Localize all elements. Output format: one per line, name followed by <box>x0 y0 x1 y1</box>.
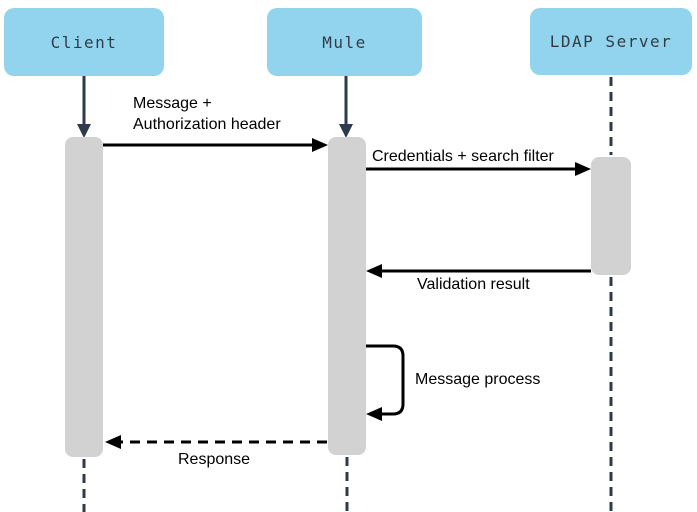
actor-box-mule: Mule <box>267 8 422 76</box>
message-self-loop <box>366 344 405 416</box>
message-label-auth-line2: Authorization header <box>133 116 281 133</box>
actor-label-ldap-server: LDAP Server <box>549 32 673 51</box>
message-label-auth-line1: Message + <box>133 95 212 112</box>
client-activation-bar <box>65 137 103 457</box>
actor-box-ldap-server: LDAP Server <box>530 8 692 75</box>
message-label-auth: Message + Authorization header <box>133 93 281 135</box>
mule-activation-bar <box>328 137 366 455</box>
mule-activation-arrowhead <box>339 124 353 138</box>
message-label-validation: Validation result <box>417 276 530 293</box>
message-arrowhead-response <box>105 435 121 449</box>
message-arrowhead-auth <box>312 138 328 152</box>
actor-label-mule: Mule <box>322 32 367 52</box>
message-arrowhead-self-loop <box>366 407 382 421</box>
message-arrowhead-credentials <box>575 162 591 176</box>
message-label-message-process: Message process <box>415 371 541 388</box>
ldap-activation-bar <box>591 157 631 275</box>
message-label-response: Response <box>178 451 251 468</box>
actor-label-client: Client <box>50 32 118 52</box>
client-activation-arrowhead <box>77 124 91 138</box>
message-arrowhead-validation <box>366 264 382 278</box>
message-label-credentials: Credentials + search filter <box>372 148 554 165</box>
actor-box-client: Client <box>4 8 164 76</box>
